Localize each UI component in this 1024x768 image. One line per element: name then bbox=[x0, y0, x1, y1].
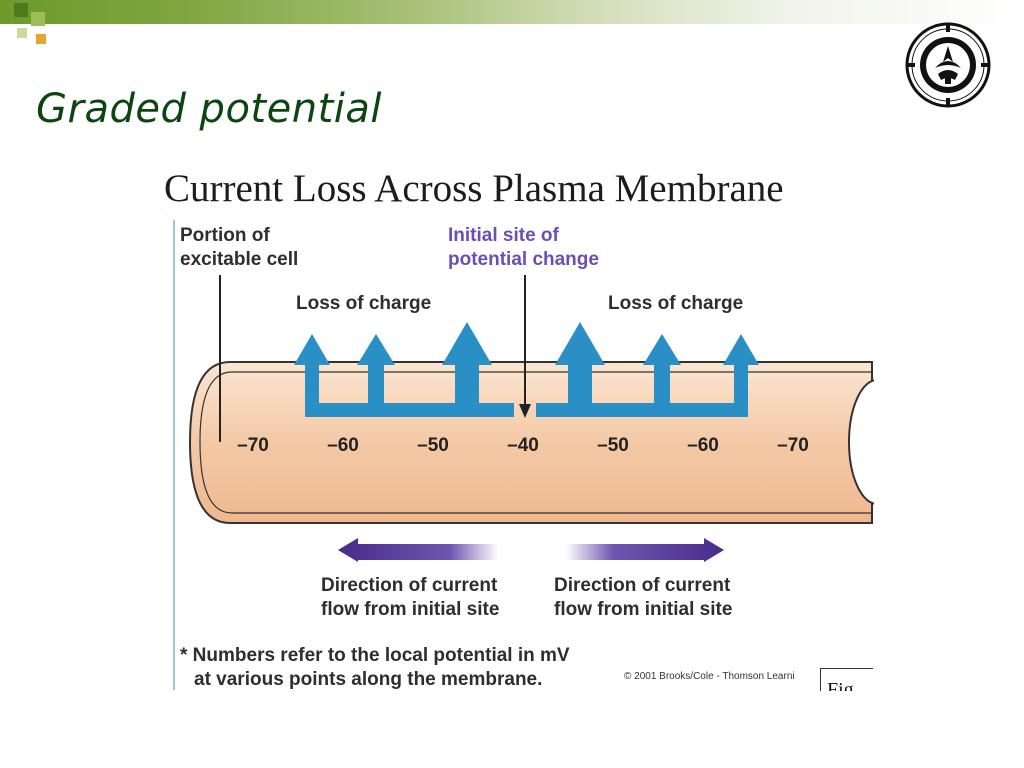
slide-title: Graded potential bbox=[36, 86, 382, 132]
accent-square bbox=[14, 3, 28, 17]
cell-membrane-tube bbox=[188, 361, 873, 524]
title-accent-bar bbox=[0, 0, 1024, 24]
copyright-credit: © 2001 Brooks/Cole - Thomson Learni bbox=[624, 671, 795, 682]
potential-value: –50 bbox=[597, 435, 629, 456]
footnote: * Numbers refer to the local potential i… bbox=[180, 645, 570, 690]
loss-of-charge-label-left: Loss of charge bbox=[296, 293, 432, 314]
loss-of-charge-label-right: Loss of charge bbox=[608, 293, 744, 314]
university-emblem-icon bbox=[905, 22, 991, 108]
accent-square bbox=[17, 28, 27, 38]
left-current-arrow bbox=[338, 538, 498, 562]
figure-title: Current Loss Across Plasma Membrane bbox=[164, 167, 784, 210]
figure-number-text: Fig bbox=[827, 679, 854, 691]
cell-open-end bbox=[848, 379, 874, 505]
membrane-figure: Current Loss Across Plasma Membrane bbox=[158, 160, 886, 691]
cell-inner-membrane-line bbox=[199, 371, 872, 514]
potential-value: –50 bbox=[417, 435, 449, 456]
potential-value: –40 bbox=[507, 435, 539, 456]
accent-square bbox=[36, 34, 46, 44]
right-charge-loss-arrows bbox=[536, 322, 759, 417]
membrane-diagram bbox=[173, 220, 874, 690]
left-charge-loss-arrows bbox=[294, 322, 514, 417]
potential-value: –70 bbox=[237, 435, 269, 456]
potential-value: –70 bbox=[777, 435, 809, 456]
right-current-arrow bbox=[566, 538, 724, 562]
figure-number-tab: Fig bbox=[820, 668, 873, 691]
potential-value: –60 bbox=[327, 435, 359, 456]
potential-value: –60 bbox=[687, 435, 719, 456]
initial-site-pointer-head bbox=[519, 404, 531, 418]
accent-square bbox=[31, 12, 45, 26]
